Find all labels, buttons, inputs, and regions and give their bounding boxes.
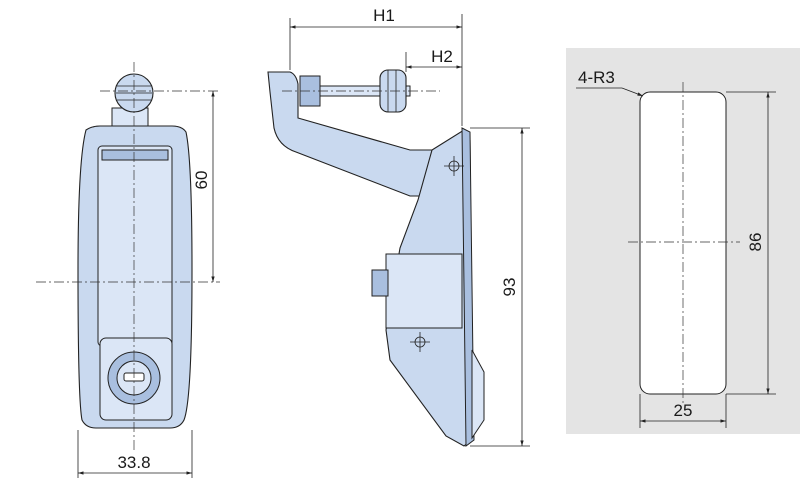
dim-label-h2: H2: [431, 47, 453, 66]
dim-label-93: 93: [500, 278, 519, 297]
side-lock-block: [385, 253, 463, 329]
crosshair-icon: [444, 156, 464, 176]
side-lock-cylinder: [371, 269, 389, 297]
dim-label-86: 86: [746, 233, 765, 252]
side-plate: [461, 127, 475, 447]
side-view: H1 H2 93: [267, 6, 530, 447]
cutout-view: 4-R3 86 25: [566, 48, 800, 434]
dim-label-25: 25: [674, 401, 693, 420]
dim-label-h1: H1: [373, 6, 395, 25]
radius-leader-arrow: [621, 87, 644, 97]
crosshair-icon: [410, 332, 430, 352]
dim-label-60: 60: [192, 171, 211, 190]
side-lower-tab: [471, 349, 485, 440]
front-handle: [97, 145, 173, 347]
front-view: 60 33.8: [36, 62, 220, 478]
dim-label-33-8: 33.8: [117, 453, 150, 472]
front-handle-top: [101, 149, 169, 161]
radius-label: 4-R3: [578, 68, 615, 87]
